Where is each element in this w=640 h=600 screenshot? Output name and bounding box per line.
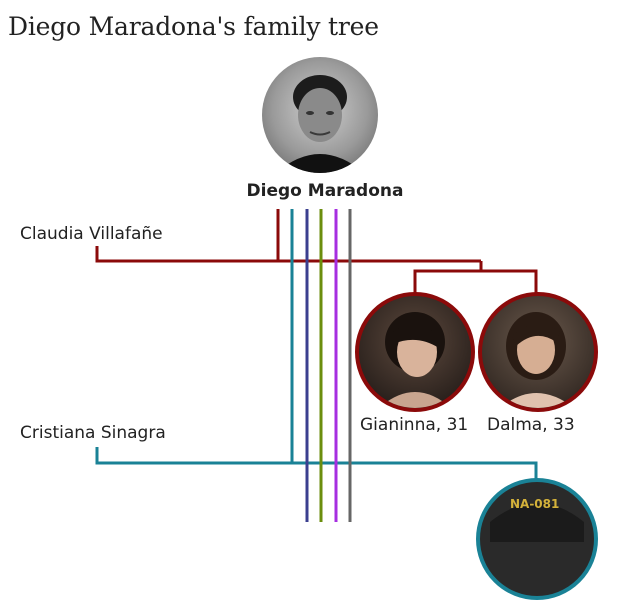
diego-junior-photo: NA-081 — [476, 478, 598, 600]
svg-text:NA-081: NA-081 — [510, 497, 559, 511]
claudia-branch — [95, 209, 538, 296]
page-title: Diego Maradona's family tree — [8, 12, 379, 41]
main-person-name: Diego Maradona — [246, 181, 404, 201]
cristiana-connector — [95, 447, 538, 482]
gianinna-photo — [355, 292, 475, 412]
family-tree-lines — [95, 209, 538, 522]
child-label-dalma: Dalma, 33 — [487, 415, 575, 435]
partner-cristiana: Cristiana Sinagra — [20, 423, 166, 443]
diego-maradona-photo — [262, 57, 378, 173]
partner-claudia: Claudia Villafañe — [20, 224, 163, 244]
dalma-photo — [478, 292, 598, 412]
claudia-connector — [95, 246, 481, 263]
child-label-gianinna: Gianinna, 31 — [360, 415, 469, 435]
claudia-children-bar — [413, 269, 538, 296]
cristiana-branch — [95, 209, 538, 482]
